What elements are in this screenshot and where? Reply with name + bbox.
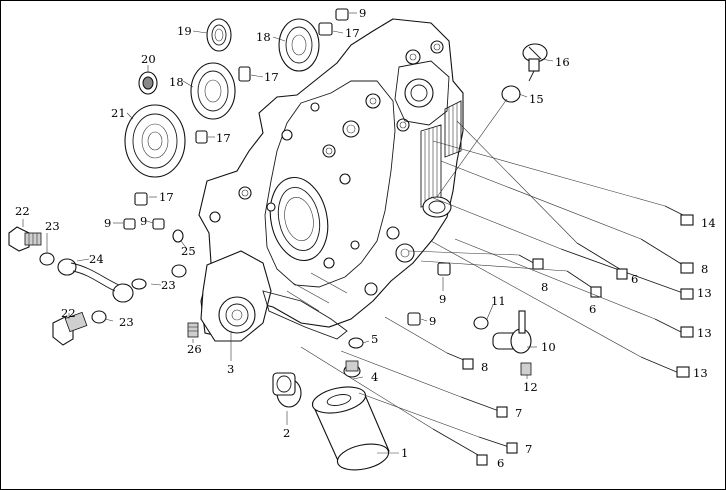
washer-23-c: [171, 264, 187, 278]
callout-14: 14: [701, 216, 716, 230]
o-ring-15: [501, 85, 521, 103]
callout-11: 11: [491, 294, 506, 308]
callout-23-lower: 23: [119, 315, 134, 329]
callout-9-left-a: 9: [104, 216, 111, 230]
callout-13-middle: 13: [697, 326, 712, 340]
nipple-2: [272, 372, 302, 408]
screw-26: [187, 322, 199, 338]
washer-23-b: [91, 310, 107, 324]
callout-8-right: 8: [701, 262, 708, 276]
callout-16: 16: [555, 55, 570, 69]
callout-18-upper: 18: [256, 30, 271, 44]
bearing-18-lower: [190, 62, 236, 120]
callout-24: 24: [89, 252, 104, 266]
callout-23-upper: 23: [45, 219, 60, 233]
callout-6-middle: 6: [589, 302, 596, 316]
callout-6-upper: 6: [631, 272, 638, 286]
callout-17-middle: 17: [216, 131, 231, 145]
filler-cap-16: [522, 43, 548, 82]
callout-9-top: 9: [359, 6, 366, 20]
oil-pipe-24: [57, 258, 134, 303]
callout-22-lower: 22: [61, 306, 76, 320]
washer-5: [348, 337, 364, 349]
callout-9-right: 9: [439, 292, 446, 306]
callout-10: 10: [541, 340, 556, 354]
callout-labels: 1 2 3 4 5 6 6 6 7 7 8 8 8 9 9 9 9 9 10 1…: [15, 6, 716, 470]
callout-12: 12: [523, 380, 538, 394]
callout-21: 21: [111, 106, 126, 120]
callout-20: 20: [141, 52, 156, 66]
callout-13-top: 13: [697, 286, 712, 300]
callout-17-top: 17: [345, 26, 360, 40]
tensioner-10: [492, 310, 532, 354]
callout-3: 3: [227, 362, 234, 376]
seal-20: [138, 71, 158, 95]
callout-17-lower: 17: [159, 190, 174, 204]
dowel-pins-17: [134, 22, 333, 206]
callout-7-lower: 7: [525, 442, 532, 456]
callout-7-upper: 7: [515, 406, 522, 420]
callout-13-bottom: 13: [693, 366, 708, 380]
bolt-12: [520, 362, 532, 376]
leader-lines: [22, 12, 666, 454]
crankcase-half: [198, 18, 464, 342]
callout-8-middle: 8: [541, 280, 548, 294]
callout-22-upper: 22: [15, 204, 30, 218]
callout-9-left-b: 9: [140, 214, 147, 228]
callout-6-lower: 6: [497, 456, 504, 470]
callout-17-upper: 17: [264, 70, 279, 84]
banjo-bolt-22-lower: [52, 311, 88, 346]
callout-5: 5: [371, 332, 378, 346]
callout-25: 25: [181, 244, 196, 258]
banjo-bolt-22-upper: [8, 226, 42, 252]
callout-19: 19: [177, 24, 192, 38]
callout-2: 2: [283, 426, 290, 440]
o-ring-11: [473, 316, 489, 330]
long-bolts: [432, 205, 694, 466]
callout-23-middle: 23: [161, 278, 176, 292]
washer-23-a: [39, 252, 55, 266]
oil-filter-1: [311, 386, 390, 471]
callout-18-lower: 18: [169, 75, 184, 89]
callout-26: 26: [187, 342, 202, 356]
bearing-21: [124, 104, 186, 178]
washer-25: [172, 229, 184, 243]
dowel-pins-9: [123, 8, 451, 326]
washer-23-d: [131, 278, 147, 290]
bearing-19: [206, 18, 232, 52]
callout-4: 4: [371, 370, 378, 384]
callout-9-lower: 9: [429, 314, 436, 328]
drain-plug-4: [343, 360, 361, 378]
bearing-18-upper: [278, 18, 320, 72]
callout-1: 1: [401, 446, 408, 460]
callout-15: 15: [529, 92, 544, 106]
callout-8-lower: 8: [481, 360, 488, 374]
